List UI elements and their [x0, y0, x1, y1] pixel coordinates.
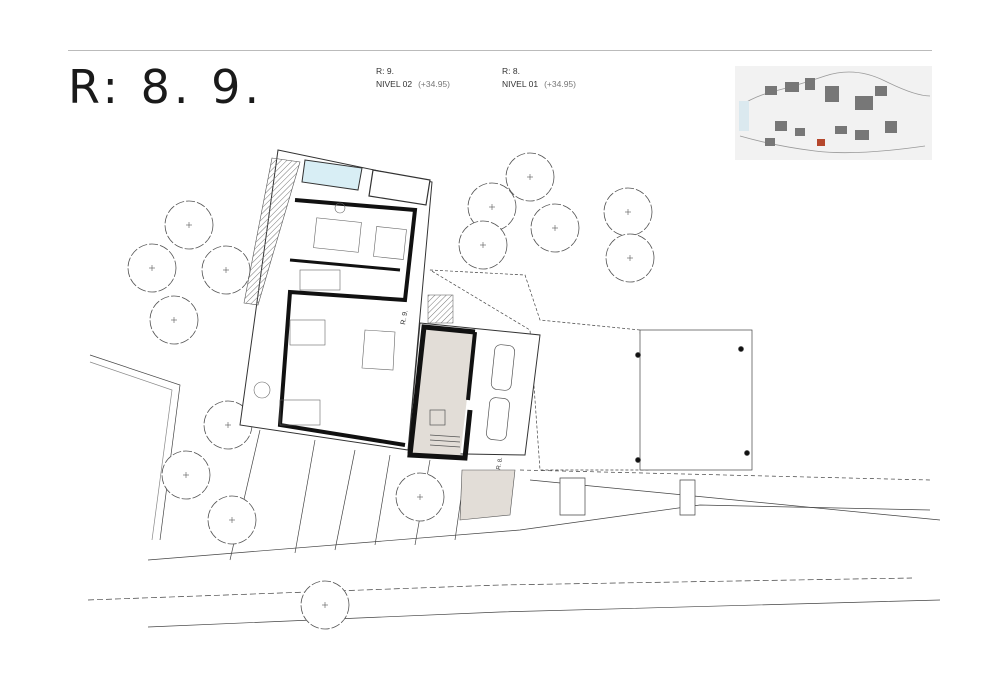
header-rule	[68, 50, 932, 51]
level-label: NIVEL 02	[376, 79, 413, 89]
unit-label: R: 8.	[502, 66, 520, 76]
unit-label-r8: R. 8.	[496, 456, 504, 470]
road-lines	[87, 354, 941, 628]
site-minimap	[735, 66, 932, 160]
location-marker	[817, 139, 825, 146]
level-r8: R: 8. NIVEL 01 (+34.95)	[502, 65, 576, 91]
elevation-label: (+34.95)	[544, 79, 576, 89]
building-r9	[239, 149, 433, 451]
elevation-label: (+34.95)	[418, 79, 450, 89]
level-r9: R: 9. NIVEL 02 (+34.95)	[376, 65, 450, 91]
terraces	[429, 269, 753, 516]
unit-label-r9: R. 9.	[400, 310, 409, 326]
page-title: R: 8. 9.	[68, 60, 264, 114]
unit-label: R: 9.	[376, 66, 394, 76]
level-label: NIVEL 01	[502, 79, 539, 89]
building-r8	[407, 294, 541, 521]
